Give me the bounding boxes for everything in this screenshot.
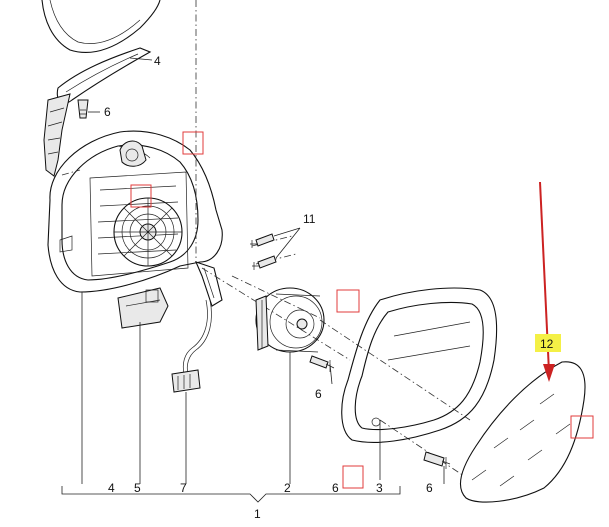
- center-lines: [61, 0, 471, 481]
- callout-4-top: 4: [154, 54, 161, 68]
- red-marker-box: [342, 465, 364, 489]
- glass-carrier: [341, 287, 498, 443]
- callout-4-bottom: 4: [108, 481, 115, 495]
- callout-6-motor: 6: [315, 387, 322, 401]
- callout-labels: 4 6 11 12 6 6 4 5 7 2 6 3 1: [104, 54, 554, 521]
- red-marker-box: [130, 184, 152, 208]
- yellow-highlight-icon: [535, 334, 561, 352]
- screws-11: [250, 233, 277, 270]
- group-bracket: [61, 486, 401, 503]
- mirror-motor: [255, 287, 325, 353]
- callout-11: 11: [303, 212, 316, 226]
- red-marker-box: [182, 131, 204, 155]
- mounting-arm: [195, 261, 223, 307]
- adjustment-gear: [113, 197, 183, 267]
- marker-boxes: [130, 131, 594, 489]
- mirror-housing: [47, 130, 223, 293]
- leader-lines: [81, 57, 445, 484]
- callout-5: 5: [134, 481, 141, 495]
- red-marker-box: [336, 289, 360, 313]
- clip-part-5: [117, 287, 169, 329]
- wiring-harness: [171, 299, 212, 393]
- callout-2: 2: [284, 481, 291, 495]
- callout-7: 7: [180, 481, 187, 495]
- mirror-glass: [460, 361, 586, 503]
- callout-12: 12: [540, 337, 554, 351]
- turn-signal-strip: [43, 93, 71, 177]
- red-marker-box: [570, 415, 594, 439]
- callout-6-glass: 6: [426, 481, 433, 495]
- callout-6-top: 6: [104, 105, 111, 119]
- screw-bottom: [423, 451, 451, 469]
- callout-1: 1: [254, 507, 261, 521]
- callout-3: 3: [376, 481, 383, 495]
- screw-top: [77, 99, 89, 119]
- mirror-cap-top: [41, 0, 161, 104]
- callout-6-bottom: 6: [332, 481, 339, 495]
